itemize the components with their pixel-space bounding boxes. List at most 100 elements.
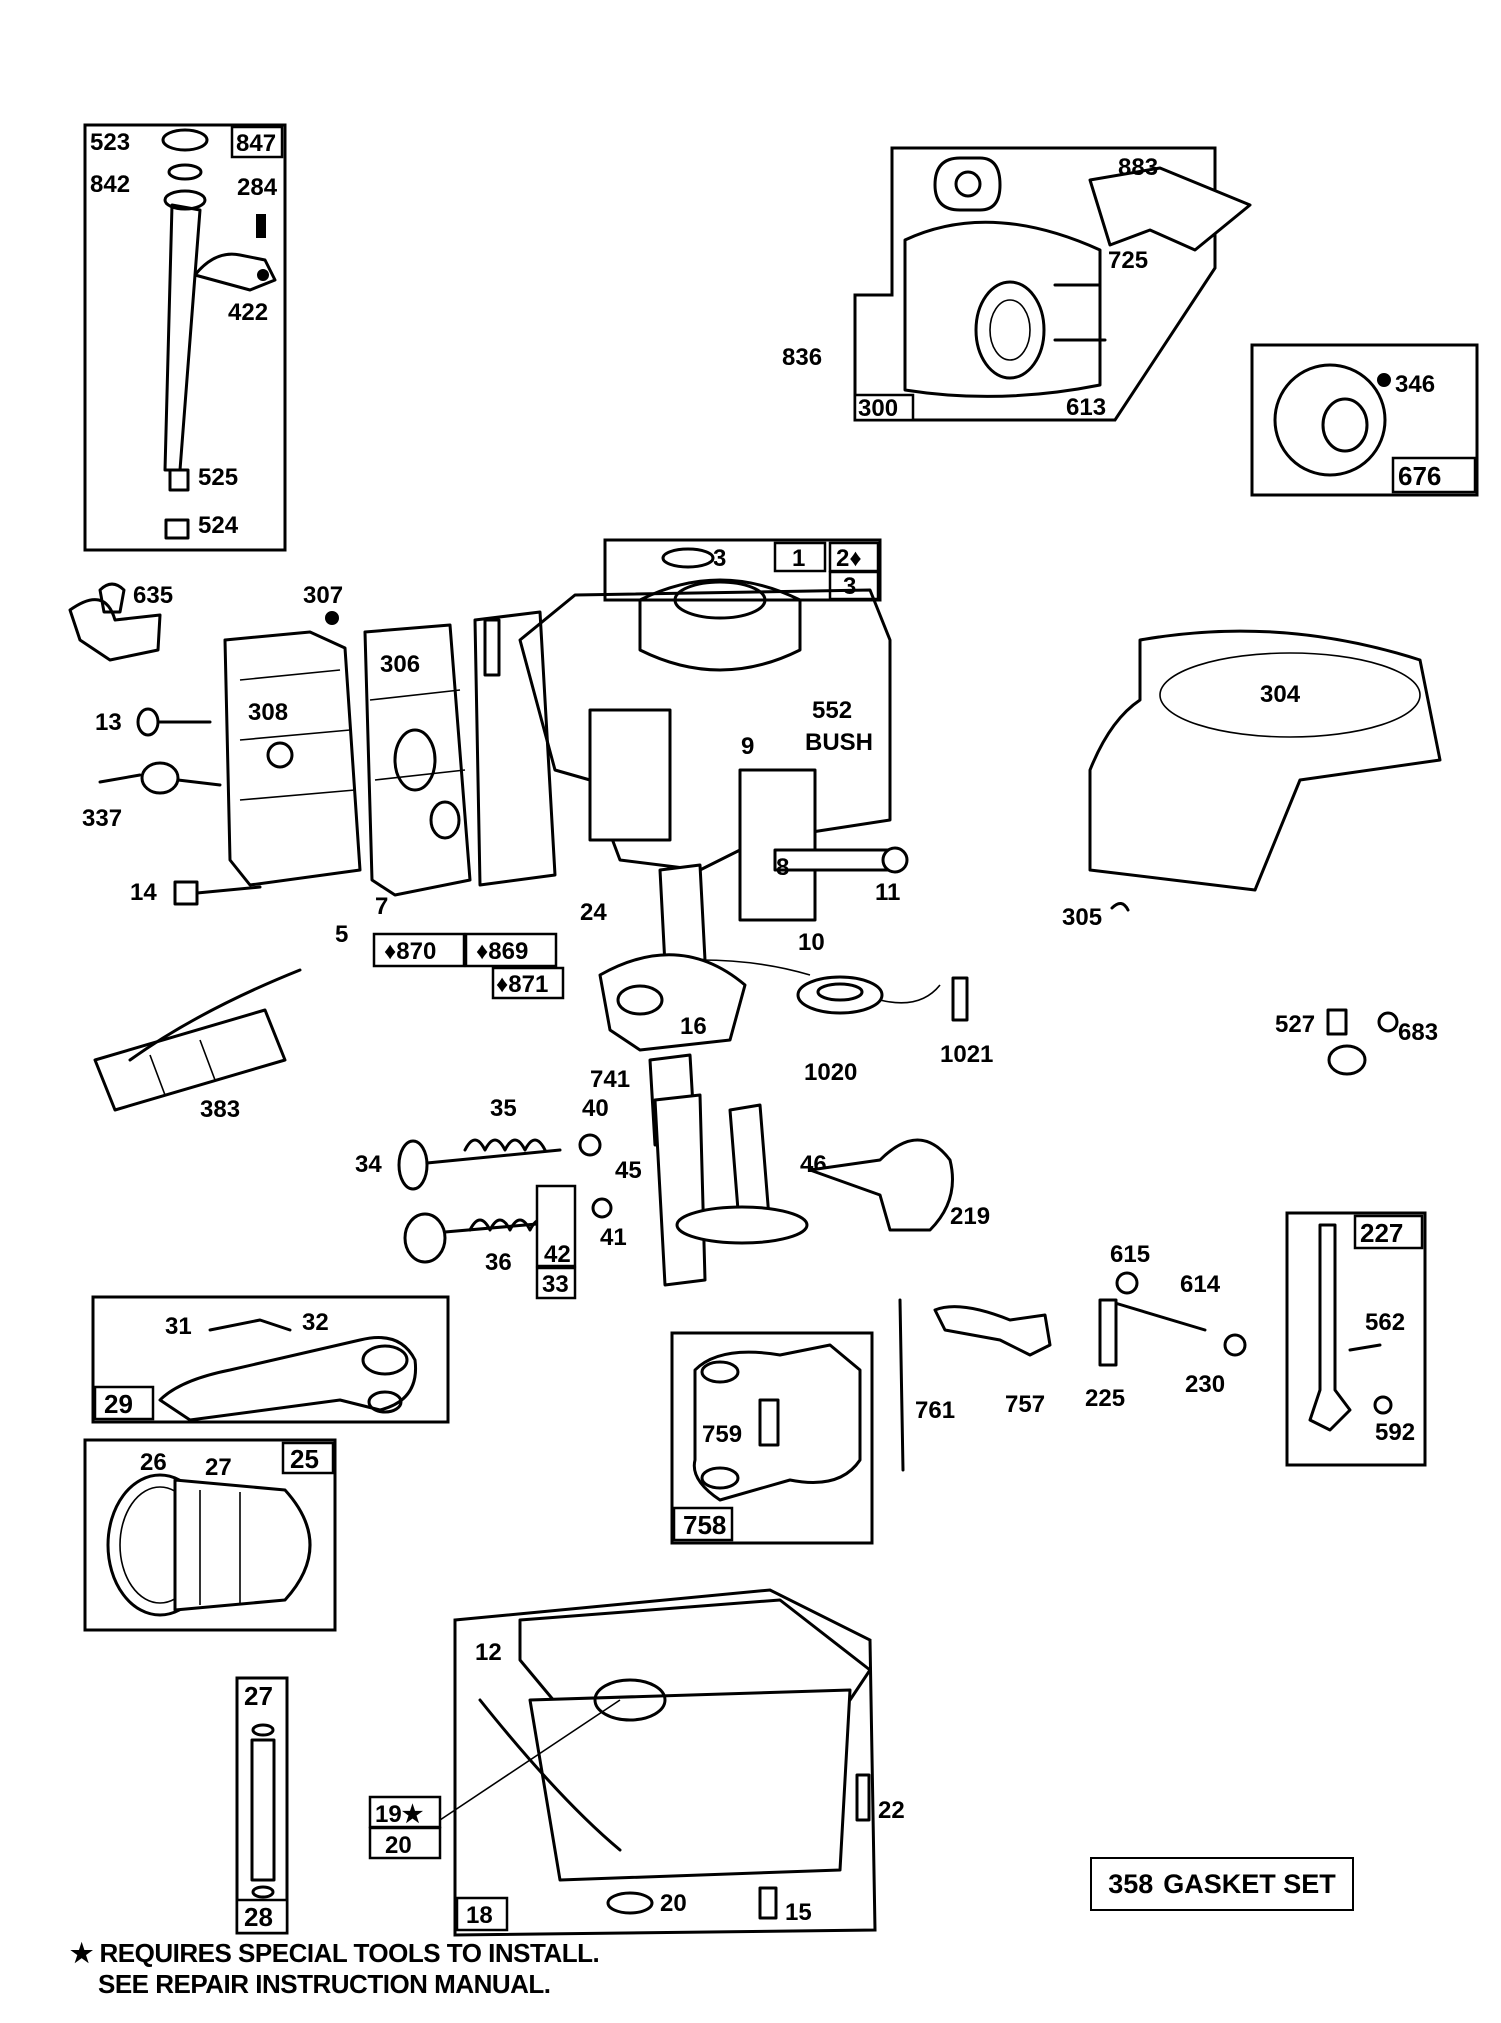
label-42: 42 <box>544 1241 571 1268</box>
left-fittings: 635 13 337 14 <box>68 582 262 906</box>
label-40: 40 <box>582 1095 609 1122</box>
label-761: 761 <box>915 1397 955 1424</box>
label-422: 422 <box>228 299 268 326</box>
label-525: 525 <box>198 464 238 491</box>
label-13: 13 <box>95 709 122 736</box>
label-18: 18 <box>466 1902 493 1929</box>
engine-block: 1 2♦ 3 3 307 306 308 7 5 ♦870 ♦869 <box>223 538 909 1000</box>
label-676: 676 <box>1398 461 1441 491</box>
label-bush: BUSH <box>805 729 873 756</box>
label-523: 523 <box>90 129 130 156</box>
label-31: 31 <box>165 1313 192 1340</box>
label-524: 524 <box>198 512 239 539</box>
label-16: 16 <box>680 1013 707 1040</box>
label-883: 883 <box>1118 154 1158 181</box>
connecting-rod-group: 29 31 32 <box>91 1295 450 1424</box>
gasket-set-number: 358 <box>1108 1868 1154 1899</box>
label-41: 41 <box>600 1224 627 1251</box>
label-871: ♦871 <box>496 971 548 998</box>
label-552: 552 <box>812 697 852 724</box>
label-20a: 20 <box>385 1832 412 1859</box>
label-757: 757 <box>1005 1391 1045 1418</box>
label-32: 32 <box>302 1309 329 1336</box>
label-14: 14 <box>130 879 157 906</box>
label-35: 35 <box>490 1095 517 1122</box>
label-300: 300 <box>858 395 898 422</box>
label-1021: 1021 <box>940 1041 993 1068</box>
label-307: 307 <box>303 582 343 609</box>
footnote: ★ REQUIRES SPECIAL TOOLS TO INSTALL. SEE… <box>70 1938 600 2000</box>
label-383: 383 <box>200 1096 240 1123</box>
piston-group: 25 26 27 <box>83 1438 337 1632</box>
label-15: 15 <box>785 1899 812 1926</box>
label-308: 308 <box>248 699 288 726</box>
label-725: 725 <box>1108 247 1148 274</box>
label-33: 33 <box>542 1271 569 1298</box>
label-26: 26 <box>140 1449 167 1476</box>
label-615: 615 <box>1110 1241 1150 1268</box>
label-7: 7 <box>375 893 388 920</box>
label-635: 635 <box>133 582 173 609</box>
label-227: 227 <box>1360 1218 1403 1248</box>
label-306: 306 <box>380 651 420 678</box>
label-10: 10 <box>798 929 825 956</box>
label-870: ♦870 <box>384 938 436 965</box>
control-lever-group: 227 562 592 <box>1285 1211 1427 1467</box>
gasket-set-text: GASKET SET <box>1163 1868 1336 1899</box>
label-11: 11 <box>875 879 900 906</box>
label-562: 562 <box>1365 1309 1405 1336</box>
label-592: 592 <box>1375 1419 1415 1446</box>
label-3b: 3 <box>843 573 856 600</box>
label-842: 842 <box>90 171 130 198</box>
label-9: 9 <box>741 733 754 760</box>
label-759: 759 <box>702 1421 742 1448</box>
label-741: 741 <box>590 1066 630 1093</box>
label-1: 1 <box>792 545 805 572</box>
label-45: 45 <box>615 1157 642 1184</box>
flywheel-group: 676 346 <box>1250 343 1479 497</box>
label-2: 2♦ <box>836 545 862 572</box>
label-20b: 20 <box>660 1890 687 1917</box>
label-613: 613 <box>1066 394 1106 421</box>
sump-group: 20 12 19★ 20 18 22 15 <box>368 1588 905 1937</box>
label-284: 284 <box>237 174 278 201</box>
footnote-line-1: ★ REQUIRES SPECIAL TOOLS TO INSTALL. <box>70 1938 600 1968</box>
piston-pin-group: 27 28 <box>235 1676 289 1935</box>
gasket-set-box: 358 GASKET SET <box>1090 1857 1354 1911</box>
label-847: 847 <box>236 130 276 157</box>
label-614: 614 <box>1180 1271 1221 1298</box>
label-28: 28 <box>244 1902 273 1932</box>
label-8: 8 <box>776 854 789 881</box>
label-304: 304 <box>1260 681 1301 708</box>
label-683: 683 <box>1398 1019 1438 1046</box>
label-337: 337 <box>82 805 122 832</box>
label-219: 219 <box>950 1203 990 1230</box>
label-527: 527 <box>1275 1011 1315 1038</box>
label-869: ♦869 <box>476 938 528 965</box>
label-34: 34 <box>355 1151 382 1178</box>
dipstick-group: 847 523 842 284 422 525 524 <box>83 123 287 552</box>
label-29: 29 <box>104 1389 133 1419</box>
label-27a: 27 <box>205 1454 232 1481</box>
oil-slinger-group: 758 759 761 757 <box>670 1298 1052 1545</box>
label-24: 24 <box>580 899 607 926</box>
blower-housing-group: 304 305 <box>1062 629 1442 931</box>
label-5: 5 <box>335 921 348 948</box>
starter-group: 383 <box>93 968 302 1123</box>
label-758: 758 <box>683 1510 726 1540</box>
label-19: 19★ <box>375 1801 424 1828</box>
footnote-line-2: SEE REPAIR INSTRUCTION MANUAL. <box>98 1969 551 1999</box>
label-27b: 27 <box>244 1681 273 1711</box>
label-3a: 3 <box>713 545 726 572</box>
label-22: 22 <box>878 1797 905 1824</box>
label-36: 36 <box>485 1249 512 1276</box>
governor-group: 615 614 225 230 <box>1085 1241 1247 1412</box>
label-12: 12 <box>475 1639 502 1666</box>
spacer-group: 527 683 <box>1275 1008 1438 1076</box>
valve-group: 35 40 34 36 41 42 33 45 <box>355 1095 642 1300</box>
label-1020: 1020 <box>804 1059 857 1086</box>
crankshaft-group: 16 741 1020 1021 <box>590 863 993 1147</box>
label-346: 346 <box>1395 371 1435 398</box>
label-305: 305 <box>1062 904 1102 931</box>
